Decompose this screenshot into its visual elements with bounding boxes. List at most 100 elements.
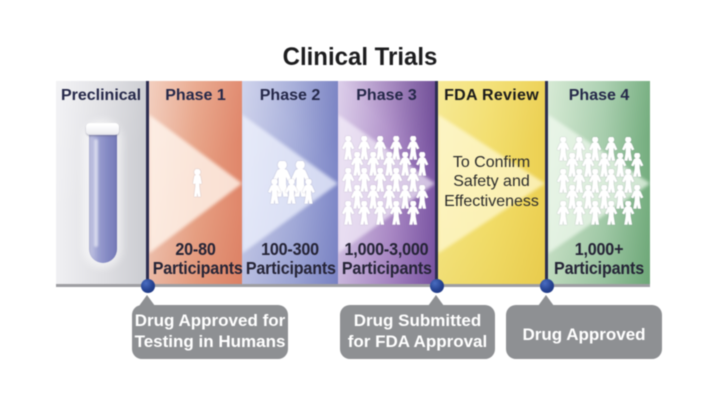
column-preclinical: Preclinical [56,81,146,284]
person-icon [358,200,371,225]
person-icon [351,184,364,209]
timeline-bar [56,284,650,287]
column-label-preclinical: Preclinical [60,86,142,104]
crowd-icon [555,136,648,242]
person-icon [573,168,586,193]
test-tube-icon [83,120,122,268]
crowd-icon [340,136,433,241]
milestone-dot-3 [539,279,554,293]
callout-text: Drug Approved for [134,311,286,331]
callout-text: Drug Approved [522,324,646,344]
sheen [438,81,545,284]
callout-tail [139,295,155,306]
person-icon [406,136,419,160]
callout-drug-approved-testing: Drug Approved for Testing in Humans [132,295,288,359]
person-icon [351,152,364,176]
person-icon [383,152,396,176]
person-icon [621,201,634,226]
column-label-phase4: Phase 4 [568,86,630,104]
person-icon [557,168,570,193]
person-icon [605,136,618,161]
participants-phase4: 1,000+Participants [554,239,644,278]
column-label-phase3: Phase 3 [356,86,417,104]
person-icon [342,136,355,160]
person-icon [406,200,419,225]
milestone-dot-1 [140,279,155,293]
callout-text: for FDA Approval [347,332,488,351]
person-icon [557,201,570,226]
person-icon [573,136,586,161]
person-icon [614,185,627,209]
person-icon [573,201,586,226]
person-icon [605,201,618,226]
person-icon [273,161,292,197]
test-tube-body [88,132,117,263]
person-icon [285,179,298,204]
milestone-divider-3 [545,81,548,285]
person-icon [342,168,355,193]
column-phase4: Phase 4 1,000+Participants [548,81,650,284]
person-icon [291,161,310,197]
callout-tail [538,295,554,306]
person-icon [566,185,579,209]
person-icon [589,136,602,161]
callout-drug-approved: Drug Approved [506,295,662,359]
person-icon [301,179,315,204]
person-icon [598,152,611,177]
person-icon [589,201,602,226]
person-icon [566,152,579,177]
person-icon [383,184,396,209]
column-label-phase1: Phase 1 [165,86,226,104]
callout-text: Testing in Humans [134,332,286,351]
callout-text: Drug Submitted [353,311,482,331]
column-label-phase2: Phase 2 [259,86,321,104]
person-icon [374,136,387,160]
person-icon [630,185,643,209]
callout-tail [428,295,444,306]
diagram-title: Clinical Trials [282,43,438,71]
person-icon [621,136,634,161]
person-icon [367,152,380,176]
person-icon [374,168,387,193]
person-icon [192,169,202,197]
milestone-divider-2 [435,81,438,285]
single-person-icon [185,169,210,200]
person-icon [630,152,643,177]
test-tube-rim [86,123,119,135]
person-icon [415,184,428,209]
person-icon [557,136,570,161]
family-group-icon [266,161,318,206]
column-label-fda-review: FDA Review [444,86,539,104]
person-icon [358,168,371,193]
person-icon [342,200,355,225]
person-icon [598,185,611,209]
person-icon [415,152,428,176]
person-icon [399,152,412,176]
sheen [338,81,435,284]
milestone-dot-2 [429,279,444,293]
person-icon [582,185,595,209]
callout-drug-submitted-fda: Drug Submitted for FDA Approval [340,295,495,359]
person-icon [614,152,627,177]
person-icon [390,168,403,193]
person-icon [582,152,595,177]
person-icon [374,200,387,225]
person-icon [390,136,403,160]
person-icon [367,184,380,209]
person-icon [358,136,371,160]
person-icon [605,168,618,193]
test-tube-shine [93,139,98,247]
person-icon [268,179,281,204]
person-icon [399,184,412,209]
person-icon [390,200,403,225]
milestone-divider-1 [146,81,149,285]
person-icon [621,168,634,193]
